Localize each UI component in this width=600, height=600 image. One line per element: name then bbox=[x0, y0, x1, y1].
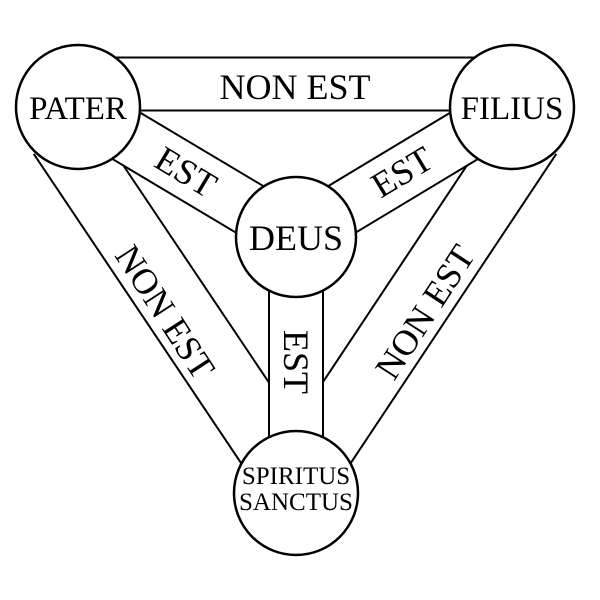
label-spiritus-deus: EST bbox=[276, 330, 316, 394]
label-pater-filius: NON EST bbox=[220, 67, 371, 107]
node-deus-label: DEUS bbox=[249, 218, 343, 258]
node-deus: DEUS bbox=[234, 175, 358, 299]
nodes: PATER FILIUS DEUS SPIRITUS SANCTUS bbox=[14, 43, 576, 557]
node-pater: PATER bbox=[14, 43, 142, 171]
node-spiritus-label-2: SANCTUS bbox=[239, 489, 353, 516]
node-spiritus-label-1: SPIRITUS bbox=[242, 463, 350, 490]
node-filius-label: FILIUS bbox=[461, 91, 564, 127]
node-pater-label: PATER bbox=[29, 91, 127, 127]
node-spiritus-sanctus: SPIRITUS SANCTUS bbox=[232, 429, 360, 557]
band-filius-spiritus bbox=[272, 115, 558, 495]
band-pater-spiritus bbox=[32, 115, 320, 495]
node-filius: FILIUS bbox=[448, 43, 576, 171]
